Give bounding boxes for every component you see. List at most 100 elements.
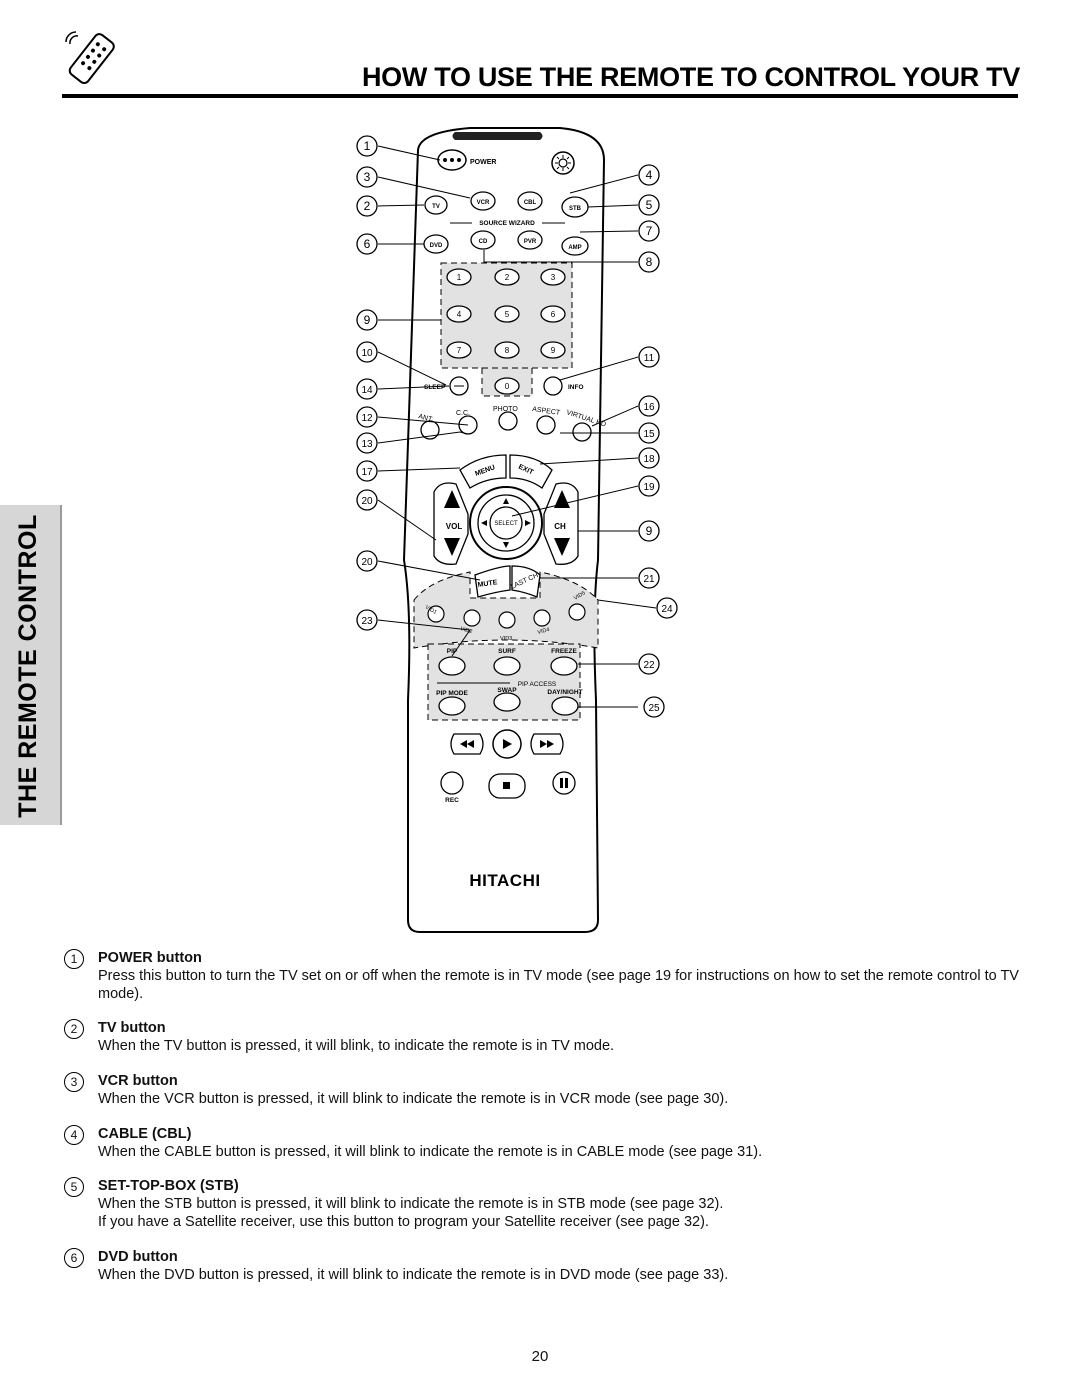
callout-circle [656, 597, 678, 619]
callout-circle [356, 135, 378, 157]
virtual-hd-button [572, 422, 592, 442]
callout-number: 8 [646, 255, 653, 269]
brand-logo: HITACHI [469, 871, 540, 890]
svg-text:INFO: INFO [568, 384, 584, 391]
section-tab [0, 505, 62, 825]
description-power: 1 POWER button Press this button to turn… [64, 949, 1024, 1003]
cbl-button [517, 191, 543, 211]
page-title: HOW TO USE THE REMOTE TO CONTROL YOUR TV [361, 62, 1020, 92]
callout-number: 7 [646, 224, 653, 238]
vid4-button [533, 609, 551, 627]
svg-text:VCR: VCR [477, 200, 490, 206]
callout-number: 1 [64, 949, 84, 969]
power-label: POWER [470, 159, 496, 166]
callout-circle [356, 609, 378, 631]
description-text: When the VCR button is pressed, it will … [98, 1091, 729, 1107]
vid5-button [568, 603, 586, 621]
callout-number: 21 [643, 574, 655, 585]
amp-button [561, 236, 589, 256]
description-title: DVD button [98, 1249, 178, 1265]
callout-circle [356, 378, 378, 400]
callout-number: 20 [361, 557, 373, 568]
callout-circle [356, 233, 378, 255]
callout-number: 18 [643, 454, 655, 465]
pause-button [552, 771, 576, 795]
callout-number: 6 [364, 237, 371, 251]
digit-key-label: 9 [551, 346, 556, 355]
svg-text:VID4: VID4 [537, 627, 550, 636]
callout-number: 24 [661, 604, 673, 615]
svg-text:PIP: PIP [447, 648, 458, 655]
vid1-button [427, 605, 445, 623]
title-rule [62, 94, 1018, 98]
callout-circle [638, 395, 660, 417]
digit-key-8 [494, 341, 520, 359]
description-text: When the CABLE button is pressed, it wil… [98, 1144, 763, 1160]
callout-circle [638, 164, 660, 186]
description-title: SET-TOP-BOX (STB) [98, 1178, 239, 1194]
svg-text:DAY/NIGHT: DAY/NIGHT [547, 689, 582, 696]
photo-button [498, 411, 518, 431]
digit-key-label: 5 [505, 310, 510, 319]
callout-number: 2 [364, 199, 371, 213]
vcr-button [470, 191, 496, 211]
cd-button [470, 230, 496, 250]
callout-number: 4 [646, 168, 653, 182]
digit-key-label: 4 [457, 310, 462, 319]
svg-text:ANT: ANT [417, 413, 433, 424]
digit-key-7 [446, 341, 472, 359]
svg-text:SWAP: SWAP [497, 687, 517, 694]
info-button [543, 376, 563, 396]
svg-text:MUTE: MUTE [477, 579, 498, 589]
callout-number: 1 [364, 139, 371, 153]
svg-text:TV: TV [432, 204, 440, 210]
menu-button [459, 454, 507, 489]
digit-key-label: 7 [457, 346, 462, 355]
callout-number: 12 [361, 413, 373, 424]
description-cable: 4 CABLE (CBL) When the CABLE button is p… [64, 1125, 1024, 1161]
aspect-button [536, 415, 556, 435]
page-number: 20 [531, 1348, 549, 1365]
callout-number: 9 [364, 313, 371, 327]
callout-number: 17 [361, 467, 373, 478]
callout-number: 16 [643, 402, 655, 413]
callout-circle [638, 220, 660, 242]
digit-key-9 [540, 341, 566, 359]
callout-circle [356, 406, 378, 428]
svg-text:VID2: VID2 [459, 626, 472, 635]
digit-key-4 [446, 305, 472, 323]
pip-button [438, 656, 466, 676]
digit-key-label: 8 [505, 346, 510, 355]
svg-text:VID5: VID5 [573, 590, 587, 601]
callout-circle [638, 520, 660, 542]
svg-text:STB: STB [569, 206, 582, 212]
digit-key-label: 6 [551, 310, 556, 319]
description-text: When the TV button is pressed, it will b… [98, 1038, 615, 1054]
vid3-button [498, 611, 516, 629]
section-tab-label: THE REMOTE CONTROL [14, 514, 42, 818]
svg-text:FREEZE: FREEZE [551, 648, 577, 655]
svg-text:PIP MODE: PIP MODE [436, 690, 468, 697]
rec-button [440, 771, 464, 795]
digit-key-3 [540, 268, 566, 286]
svg-text:CH: CH [554, 522, 566, 531]
digit-key-2 [494, 268, 520, 286]
callout-number: 22 [643, 660, 655, 671]
callout-circle [638, 653, 660, 675]
callout-circle [638, 422, 660, 444]
freeze-button [550, 656, 578, 676]
vol-down-icon [444, 538, 460, 556]
digit-key-label: 3 [551, 273, 556, 282]
description-title: TV button [98, 1020, 166, 1036]
digit-key-label: 1 [457, 273, 462, 282]
callout-circle [356, 195, 378, 217]
vid2-button [463, 609, 481, 627]
remote-diagram: POWER TV VCR CBL STB SOURCE WIZARD DVD C… [340, 125, 680, 940]
mute-button [474, 565, 511, 598]
description-dvd: 6 DVD button When the DVD button is pres… [64, 1248, 1024, 1284]
callout-number: 5 [646, 198, 653, 212]
svg-text:CD: CD [479, 239, 488, 245]
callout-circle [356, 341, 378, 363]
digit-key-label: 0 [505, 382, 510, 391]
digit-key-5 [494, 305, 520, 323]
